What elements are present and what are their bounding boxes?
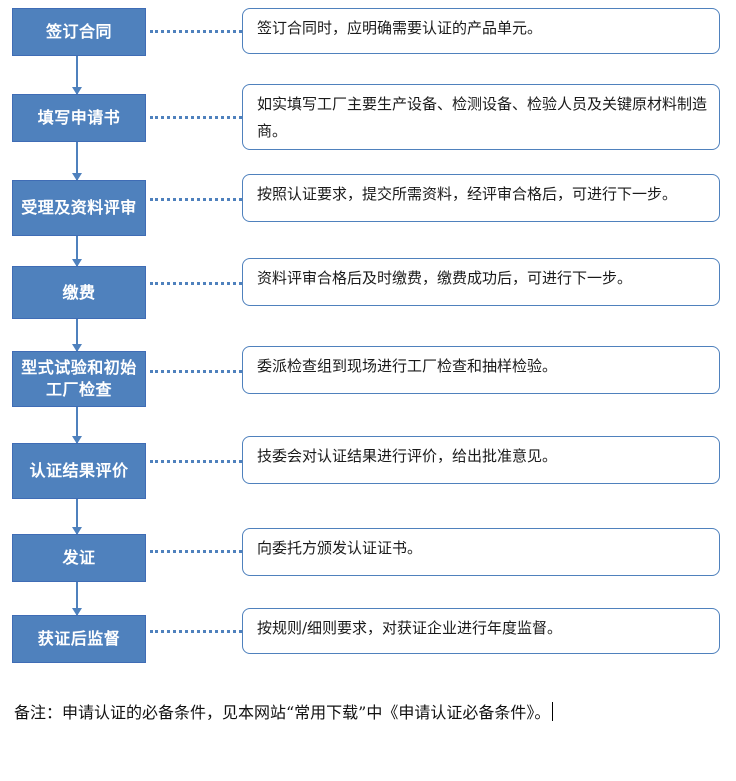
leader-line-4 bbox=[150, 282, 242, 288]
note-box-4: 资料评审合格后及时缴费，缴费成功后，可进行下一步。 bbox=[242, 258, 720, 306]
flow-step-3-label: 受理及资料评审 bbox=[21, 198, 137, 217]
note-box-3: 按照认证要求，提交所需资料，经评审合格后，可进行下一步。 bbox=[242, 174, 720, 222]
flow-step-7-label: 发证 bbox=[62, 548, 96, 567]
flow-arrow-6-7 bbox=[72, 499, 82, 535]
flow-arrow-2-3 bbox=[72, 142, 82, 181]
leader-line-7 bbox=[150, 550, 242, 556]
flow-step-1-label: 签订合同 bbox=[45, 22, 112, 41]
note-box-2-text: 如实填写工厂主要生产设备、检测设备、检验人员及关键原材料制造商。 bbox=[257, 95, 708, 140]
flow-step-8[interactable]: 获证后监督 bbox=[12, 615, 146, 663]
note-box-6-text: 技委会对认证结果进行评价，给出批准意见。 bbox=[257, 447, 558, 465]
note-box-5-text: 委派检查组到现场进行工厂检查和抽样检验。 bbox=[257, 357, 558, 375]
note-box-8: 按规则/细则要求，对获证企业进行年度监督。 bbox=[242, 608, 720, 654]
flow-arrow-4-5 bbox=[72, 319, 82, 352]
flow-step-4-label: 缴费 bbox=[62, 282, 96, 302]
flow-step-6-label: 认证结果评价 bbox=[29, 461, 129, 480]
flow-step-4[interactable]: 缴费 bbox=[12, 266, 146, 319]
note-box-7: 向委托方颁发认证证书。 bbox=[242, 528, 720, 576]
flow-step-1[interactable]: 签订合同 bbox=[12, 8, 146, 56]
footer-remark-text: 备注：申请认证的必备条件，见本网站“常用下载”中《申请认证必备条件》。 bbox=[14, 703, 551, 722]
leader-line-1 bbox=[150, 30, 242, 36]
note-box-6: 技委会对认证结果进行评价，给出批准意见。 bbox=[242, 436, 720, 484]
leader-line-3 bbox=[150, 198, 242, 204]
note-box-3-text: 按照认证要求，提交所需资料，经评审合格后，可进行下一步。 bbox=[257, 185, 678, 203]
leader-line-5 bbox=[150, 370, 242, 376]
flow-step-2[interactable]: 填写申请书 bbox=[12, 94, 146, 142]
flow-arrow-1-2 bbox=[72, 56, 82, 95]
leader-line-8 bbox=[150, 630, 242, 636]
flow-step-6[interactable]: 认证结果评价 bbox=[12, 443, 146, 499]
flow-step-8-label: 获证后监督 bbox=[37, 629, 121, 648]
note-box-5: 委派检查组到现场进行工厂检查和抽样检验。 bbox=[242, 346, 720, 394]
flow-arrow-3-4 bbox=[72, 236, 82, 267]
leader-line-2 bbox=[150, 116, 242, 122]
note-box-8-text: 按规则/细则要求，对获证企业进行年度监督。 bbox=[257, 619, 563, 637]
flow-step-5[interactable]: 型式试验和初始工厂检查 bbox=[12, 351, 146, 407]
flow-step-2-label: 填写申请书 bbox=[37, 108, 121, 127]
note-box-4-text: 资料评审合格后及时缴费，缴费成功后，可进行下一步。 bbox=[257, 269, 633, 287]
note-box-2: 如实填写工厂主要生产设备、检测设备、检验人员及关键原材料制造商。 bbox=[242, 84, 720, 150]
footer-remark: 备注：申请认证的必备条件，见本网站“常用下载”中《申请认证必备条件》。 bbox=[14, 694, 714, 732]
flow-step-5-label: 型式试验和初始工厂检查 bbox=[21, 358, 137, 399]
note-box-1-text: 签订合同时，应明确需要认证的产品单元。 bbox=[257, 19, 543, 37]
note-box-7-text: 向委托方颁发认证证书。 bbox=[257, 539, 423, 557]
flow-step-3[interactable]: 受理及资料评审 bbox=[12, 180, 146, 236]
flow-arrow-5-6 bbox=[72, 407, 82, 444]
leader-line-6 bbox=[150, 460, 242, 466]
flow-step-7[interactable]: 发证 bbox=[12, 534, 146, 582]
flow-arrow-7-8 bbox=[72, 582, 82, 616]
text-cursor bbox=[552, 702, 554, 721]
note-box-1: 签订合同时，应明确需要认证的产品单元。 bbox=[242, 8, 720, 54]
